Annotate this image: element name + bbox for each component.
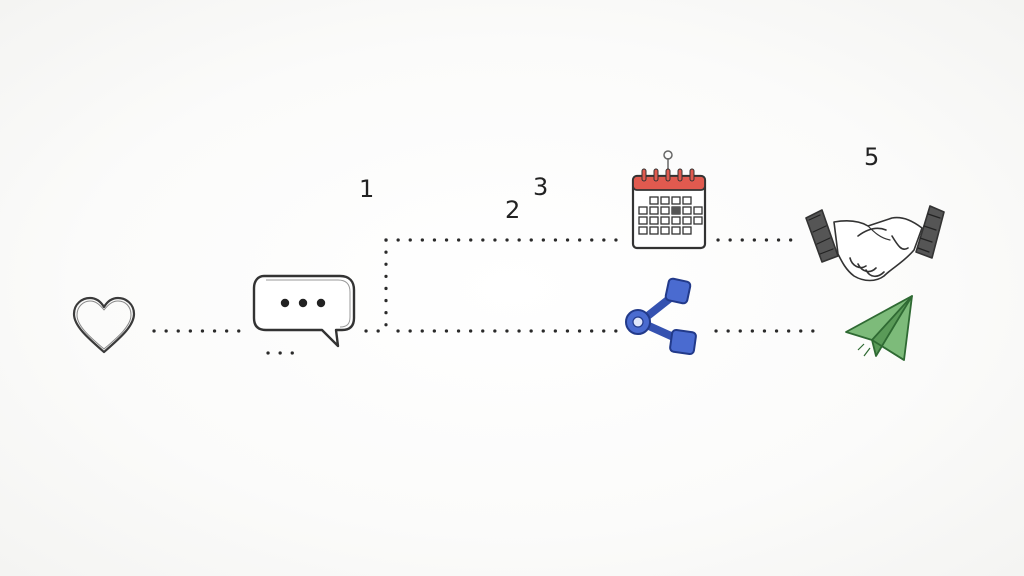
share-icon <box>625 277 697 356</box>
step-number-3: 3 <box>533 173 549 201</box>
step-number-1: 1 <box>359 175 375 203</box>
handshake-icon <box>805 205 945 282</box>
heart-icon <box>72 296 136 354</box>
paper-plane-icon <box>845 295 913 361</box>
step-number-5: 5 <box>864 143 880 171</box>
step-number-2: 2 <box>505 196 521 224</box>
chat-bubble-icon <box>252 274 356 348</box>
calendar-icon <box>631 150 707 250</box>
